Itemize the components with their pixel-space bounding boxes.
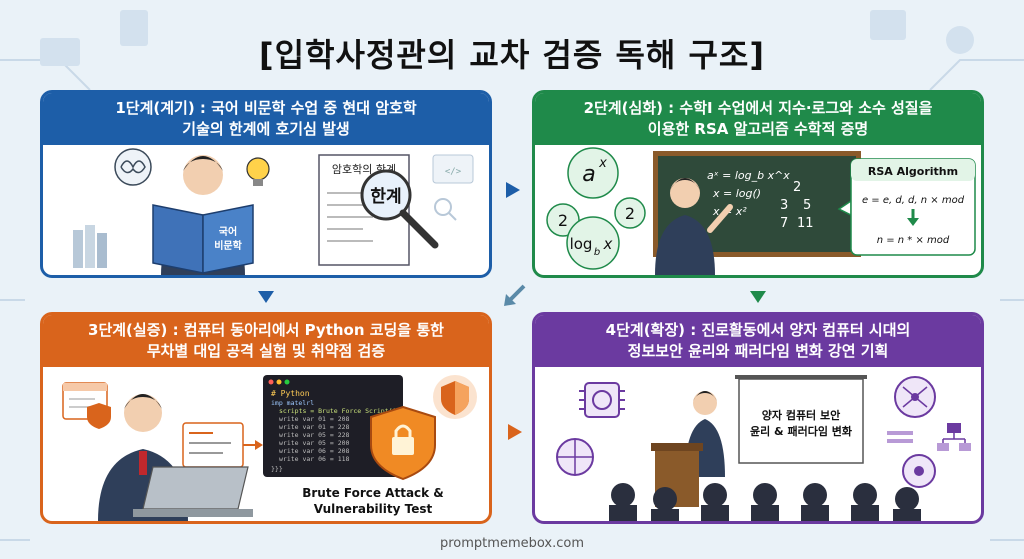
python-code-window: # Python imp matelrl scripts = Brute For…: [263, 375, 403, 477]
book-label-1: 국어: [219, 225, 237, 238]
audience: [609, 483, 921, 521]
code-line-8: write var 06 = 118: [279, 455, 350, 463]
rsa-title: RSA Algorithm: [868, 165, 958, 178]
step3-title-line1: 3단계(실증) : 컴퓨터 동아리에서 Python 코딩을 통한: [88, 321, 444, 339]
step1-title-line1: 1단계(계기) : 국어 비문학 수업 중 현대 암호학: [115, 99, 417, 117]
code-line-6: write var 05 = 200: [279, 439, 350, 447]
step1-header: 1단계(계기) : 국어 비문학 수업 중 현대 암호학 기술의 한계에 호기심…: [43, 93, 489, 145]
down-arrow-icon: [907, 218, 919, 226]
step2-panel: 2단계(심화) : 수학Ⅰ 수업에서 지수·로그와 소수 성질을 이용한 RSA…: [532, 90, 984, 278]
arrows-exchange-icon: [887, 431, 913, 443]
book-label-2: 비문학: [214, 239, 242, 252]
step4-title-line2: 정보보안 윤리와 패러다임 변화 강연 기획: [627, 342, 889, 360]
board-number-1: 2: [793, 180, 801, 195]
lightbulb-icon: [246, 157, 270, 186]
code-snippet-card: [182, 422, 263, 468]
bubble-log-text: log: [570, 235, 593, 253]
board-number-4: 7: [780, 216, 788, 231]
step4-panel: 4단계(확장) : 진로활동에서 양자 컴퓨터 시대의 정보보안 윤리와 패러다…: [532, 312, 984, 524]
arrow-step3-to-step4: [508, 424, 522, 440]
board-number-3: 5: [803, 198, 811, 213]
student-figure: [655, 178, 733, 275]
board-number-2: 3: [780, 198, 788, 213]
right-arrow-icon: [255, 440, 263, 450]
lock-shield-icon: [370, 405, 436, 481]
code-line-3: write var 01 = 208: [279, 415, 350, 423]
board-number-5: 11: [797, 216, 814, 231]
code-line-1: imp matelrl: [271, 399, 314, 407]
laptop-icon: [133, 466, 253, 517]
code-line-2: scripts = Brute Force Script(): [279, 407, 396, 415]
step2-title-line1: 2단계(심화) : 수학Ⅰ 수업에서 지수·로그와 소수 성질을: [583, 99, 933, 117]
rsa-algorithm-card: RSA Algorithm e = e, d, d, n × mod n = n…: [837, 158, 976, 256]
globe-hand-icon: [556, 438, 594, 476]
arrow-step2-to-step3-diagonal: [504, 284, 526, 306]
code-line-5: write var 05 = 228: [279, 431, 350, 439]
brain-icon: [114, 148, 152, 186]
code-line-4: write var 01 = 228: [279, 423, 350, 431]
arrow-step1-to-step2: [506, 182, 520, 198]
presentation-screen: 양자 컴퓨터 보안 윤리 & 패러다임 변화: [735, 375, 867, 464]
rsa-line-2: n = n * × mod: [877, 235, 950, 246]
book-icon: 국어 비문학: [152, 204, 254, 274]
caption-line-2: Vulnerability Test: [314, 502, 433, 516]
screen-line-2: 윤리 & 패러다임 변화: [750, 424, 852, 438]
step2-title-line2: 이용한 RSA 알고리즘 수학적 증명: [647, 120, 869, 138]
rsa-line-1: e = e, d, d, n × mod: [862, 195, 965, 206]
step3-header: 3단계(실증) : 컴퓨터 동아리에서 Python 코딩을 통한 무차별 대입…: [43, 315, 489, 367]
bubble-two-left-text: 2: [558, 211, 568, 230]
step4-title-line1: 4단계(확장) : 진로활동에서 양자 컴퓨터 시대의: [605, 321, 911, 339]
bubble-two-right: 2: [614, 197, 646, 229]
arrow-step1-to-step3: [258, 291, 274, 303]
step3-panel: 3단계(실증) : 컴퓨터 동아리에서 Python 코딩을 통한 무차별 대입…: [40, 312, 492, 524]
search-icon: [434, 198, 457, 221]
step4-header: 4단계(확장) : 진로활동에서 양자 컴퓨터 시대의 정보보안 윤리와 패러다…: [535, 315, 981, 367]
step3-title-line2: 무차별 대입 공격 실험 및 취약점 검증: [146, 342, 386, 360]
step4-illustration: 양자 컴퓨터 보안 윤리 & 패러다임 변화: [556, 375, 971, 521]
bookshelf-icon: [73, 225, 107, 268]
step2-illustration: a x 2 2 log b x aˣ = log_b x^x: [546, 147, 976, 275]
board-line-1: aˣ = log_b x^x: [707, 169, 790, 182]
gear-heart-icon: [902, 454, 936, 488]
code-title: # Python: [271, 389, 310, 398]
code-window-icon: </>: [432, 154, 474, 184]
bubble-ax-exponent: x: [598, 156, 607, 171]
bubble-ax-base: a: [582, 162, 595, 187]
step1-title-line2: 기술의 한계에 호기심 발생: [182, 120, 350, 138]
magnifier-text: 한계: [370, 187, 401, 207]
network-icon: [894, 376, 936, 418]
bubble-log-x: x: [603, 235, 613, 253]
screen-line-1: 양자 컴퓨터 보안: [762, 408, 841, 422]
step3-illustration: # Python imp matelrl scripts = Brute For…: [62, 375, 477, 521]
footer-url: promptmemebox.com: [440, 536, 584, 551]
flow-chart-icon: [937, 423, 971, 451]
svg-text:</>: </>: [445, 167, 462, 177]
page-title: [입학사정관의 교차 검증 독해 구조]: [259, 36, 765, 74]
shield-small-icon: [87, 403, 111, 429]
step1-panel: 1단계(계기) : 국어 비문학 수업 중 현대 암호학 기술의 한계에 호기심…: [40, 90, 492, 278]
code-line-9: }}}: [271, 465, 283, 473]
arrow-step2-to-step4: [750, 291, 766, 303]
step1-illustration: 국어 비문학 암호학의 한계 한계: [73, 148, 474, 275]
magnifier-icon: 한계: [360, 169, 439, 249]
code-line-7: write var 06 = 208: [279, 447, 350, 455]
step2-header: 2단계(심화) : 수학Ⅰ 수업에서 지수·로그와 소수 성질을 이용한 RSA…: [535, 93, 981, 145]
bubble-log: log b x: [566, 216, 620, 270]
bubble-exponent: a x: [567, 147, 619, 199]
brain-chip-icon: [579, 382, 625, 418]
bubble-two-right-text: 2: [625, 204, 635, 223]
caption-line-1: Brute Force Attack &: [302, 486, 444, 500]
bubble-log-base: b: [594, 247, 600, 258]
shield-badge-icon: [433, 375, 477, 419]
board-line-2: x = log(): [712, 187, 761, 200]
